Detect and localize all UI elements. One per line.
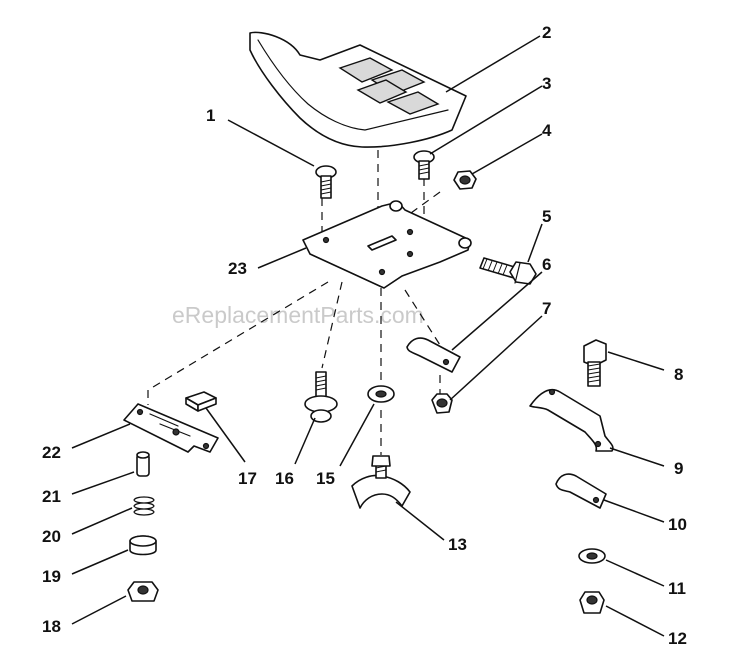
callout-1: 1 [206, 106, 215, 125]
clip-part [555, 473, 607, 509]
callout-19: 19 [42, 567, 61, 586]
bracket-clip-part [406, 337, 461, 373]
callout-labels: 1 2 3 4 5 6 7 8 9 10 11 12 13 15 16 17 1… [42, 23, 687, 648]
callout-9: 9 [674, 459, 683, 478]
small-bolt-part [413, 150, 435, 180]
carriage-bolt-part [315, 165, 337, 199]
callout-22: 22 [42, 443, 61, 462]
callout-20: 20 [42, 527, 61, 546]
nut-part-18 [127, 581, 159, 602]
callout-2: 2 [542, 23, 551, 42]
seat-plate-part [302, 200, 472, 289]
callout-21: 21 [42, 487, 61, 506]
leader-lines [71, 35, 665, 637]
assembly-lines [147, 150, 441, 455]
hex-bolt-part [479, 257, 537, 285]
callout-7: 7 [542, 299, 551, 318]
callout-3: 3 [542, 74, 551, 93]
callout-16: 16 [275, 469, 294, 488]
nut-part-12 [579, 591, 605, 614]
callout-17: 17 [238, 469, 257, 488]
spring-part [133, 496, 155, 516]
mounting-bracket-part [529, 388, 614, 452]
cap-part [129, 535, 157, 556]
pin-part [136, 451, 150, 477]
shoulder-bolt-part [304, 371, 338, 423]
callout-11: 11 [668, 579, 686, 598]
callout-5: 5 [542, 207, 551, 226]
slide-plate-part [123, 403, 219, 453]
washer-part-15 [367, 385, 395, 403]
callout-6: 6 [542, 255, 551, 274]
seat-part [249, 31, 467, 148]
callout-23: 23 [228, 259, 247, 278]
washer-part [578, 548, 606, 564]
watermark-text: eReplacementParts.com [172, 302, 424, 328]
adjustment-knob-part [351, 455, 411, 509]
bolt-part [583, 339, 607, 387]
nut-part [453, 170, 477, 190]
callout-4: 4 [542, 121, 552, 140]
callout-10: 10 [668, 515, 687, 534]
callout-15: 15 [316, 469, 335, 488]
lock-nut-part [431, 393, 453, 414]
spacer-block-part [185, 391, 217, 412]
callout-8: 8 [674, 365, 683, 384]
callout-12: 12 [668, 629, 687, 648]
callout-13: 13 [448, 535, 467, 554]
callout-18: 18 [42, 617, 61, 636]
